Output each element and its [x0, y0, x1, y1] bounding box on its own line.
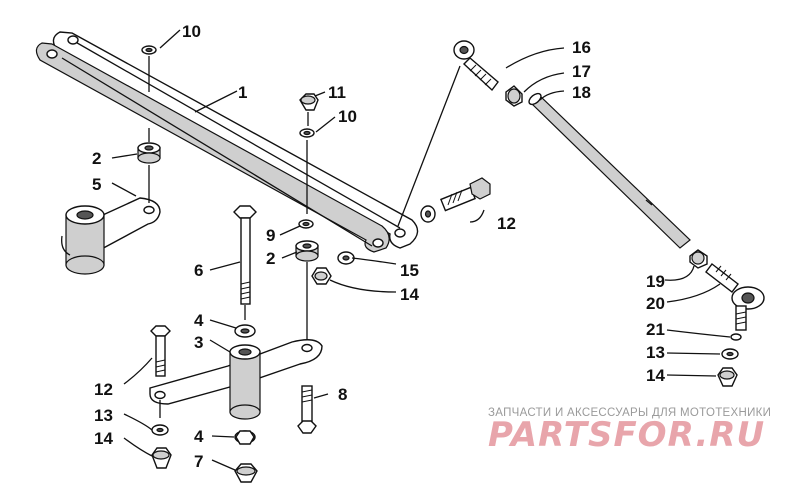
callout-6: 6 [194, 261, 203, 280]
callout-14-right: 14 [646, 366, 665, 385]
callout-11: 11 [328, 83, 346, 102]
callout-1: 1 [238, 83, 247, 102]
rod-end-16 [453, 40, 499, 92]
callout-13-right: 13 [646, 343, 665, 362]
callout-12-lower: 12 [94, 380, 113, 399]
callout-21: 21 [646, 320, 665, 339]
callout-12-upper: 12 [497, 214, 516, 233]
callout-4-upper: 4 [194, 311, 204, 330]
callout-7: 7 [194, 452, 203, 471]
pivot-bracket-center [149, 339, 323, 420]
watermark-logo: PARTSFOR.RU [488, 415, 765, 455]
pivot-bracket-left [61, 197, 161, 275]
washer-4-upper [234, 324, 256, 338]
callout-14-mid: 14 [400, 285, 419, 304]
nut-14-left [151, 447, 172, 469]
callout-2-mid: 2 [266, 249, 275, 268]
callout-8: 8 [338, 385, 347, 404]
washer-13-left [151, 424, 169, 436]
washer-15 [337, 251, 355, 265]
bolt-12-lower [150, 325, 171, 377]
rod-end-20 [705, 263, 765, 331]
callout-10-mid: 10 [338, 107, 357, 126]
jam-nut-17 [505, 85, 523, 107]
callout-labels: 10 1 11 10 2 5 9 2 6 4 3 15 14 12 16 17 … [92, 22, 665, 471]
watermark-caption: ЗАПЧАСТИ И АКСЕССУАРЫ ДЛЯ МОТОТЕХНИКИ [488, 407, 771, 419]
bushing-2-mid [295, 240, 319, 262]
callout-16: 16 [572, 38, 591, 57]
callout-18: 18 [572, 83, 591, 102]
link-arm [35, 31, 419, 253]
washer-10-mid [299, 128, 315, 138]
callout-20: 20 [646, 294, 665, 313]
callout-17: 17 [572, 62, 591, 81]
bolt-6 [233, 205, 257, 305]
washer-9 [298, 219, 314, 229]
nut-14-right [717, 367, 738, 387]
washer-13-right [721, 348, 739, 360]
washer-right-of-arm [420, 205, 436, 223]
callout-19: 19 [646, 272, 665, 291]
seal-21 [730, 333, 742, 341]
callout-2-left: 2 [92, 149, 101, 168]
callout-9: 9 [266, 226, 275, 245]
bolt-8 [297, 385, 317, 434]
jam-nut-19 [689, 249, 708, 269]
bushing-2-left [137, 142, 161, 164]
callout-3: 3 [194, 333, 203, 352]
washer-10-top [141, 45, 157, 55]
callout-14-left: 14 [94, 429, 113, 448]
axis-line [397, 65, 461, 227]
bolt-12-upper [440, 177, 491, 212]
callout-13-left: 13 [94, 406, 113, 425]
leader-lines [111, 29, 731, 471]
callout-15: 15 [400, 261, 419, 280]
nut-14-mid [311, 267, 332, 285]
callout-5: 5 [92, 175, 101, 194]
callout-4-lower: 4 [194, 427, 204, 446]
callout-10-top: 10 [182, 22, 201, 41]
nut-11 [299, 93, 319, 111]
watermark: ЗАПЧАСТИ И АКСЕССУАРЫ ДЛЯ МОТОТЕХНИКИ PA… [488, 407, 771, 455]
washer-4-lower [234, 430, 256, 445]
nut-7 [234, 463, 258, 483]
tie-rod-18 [528, 92, 691, 249]
